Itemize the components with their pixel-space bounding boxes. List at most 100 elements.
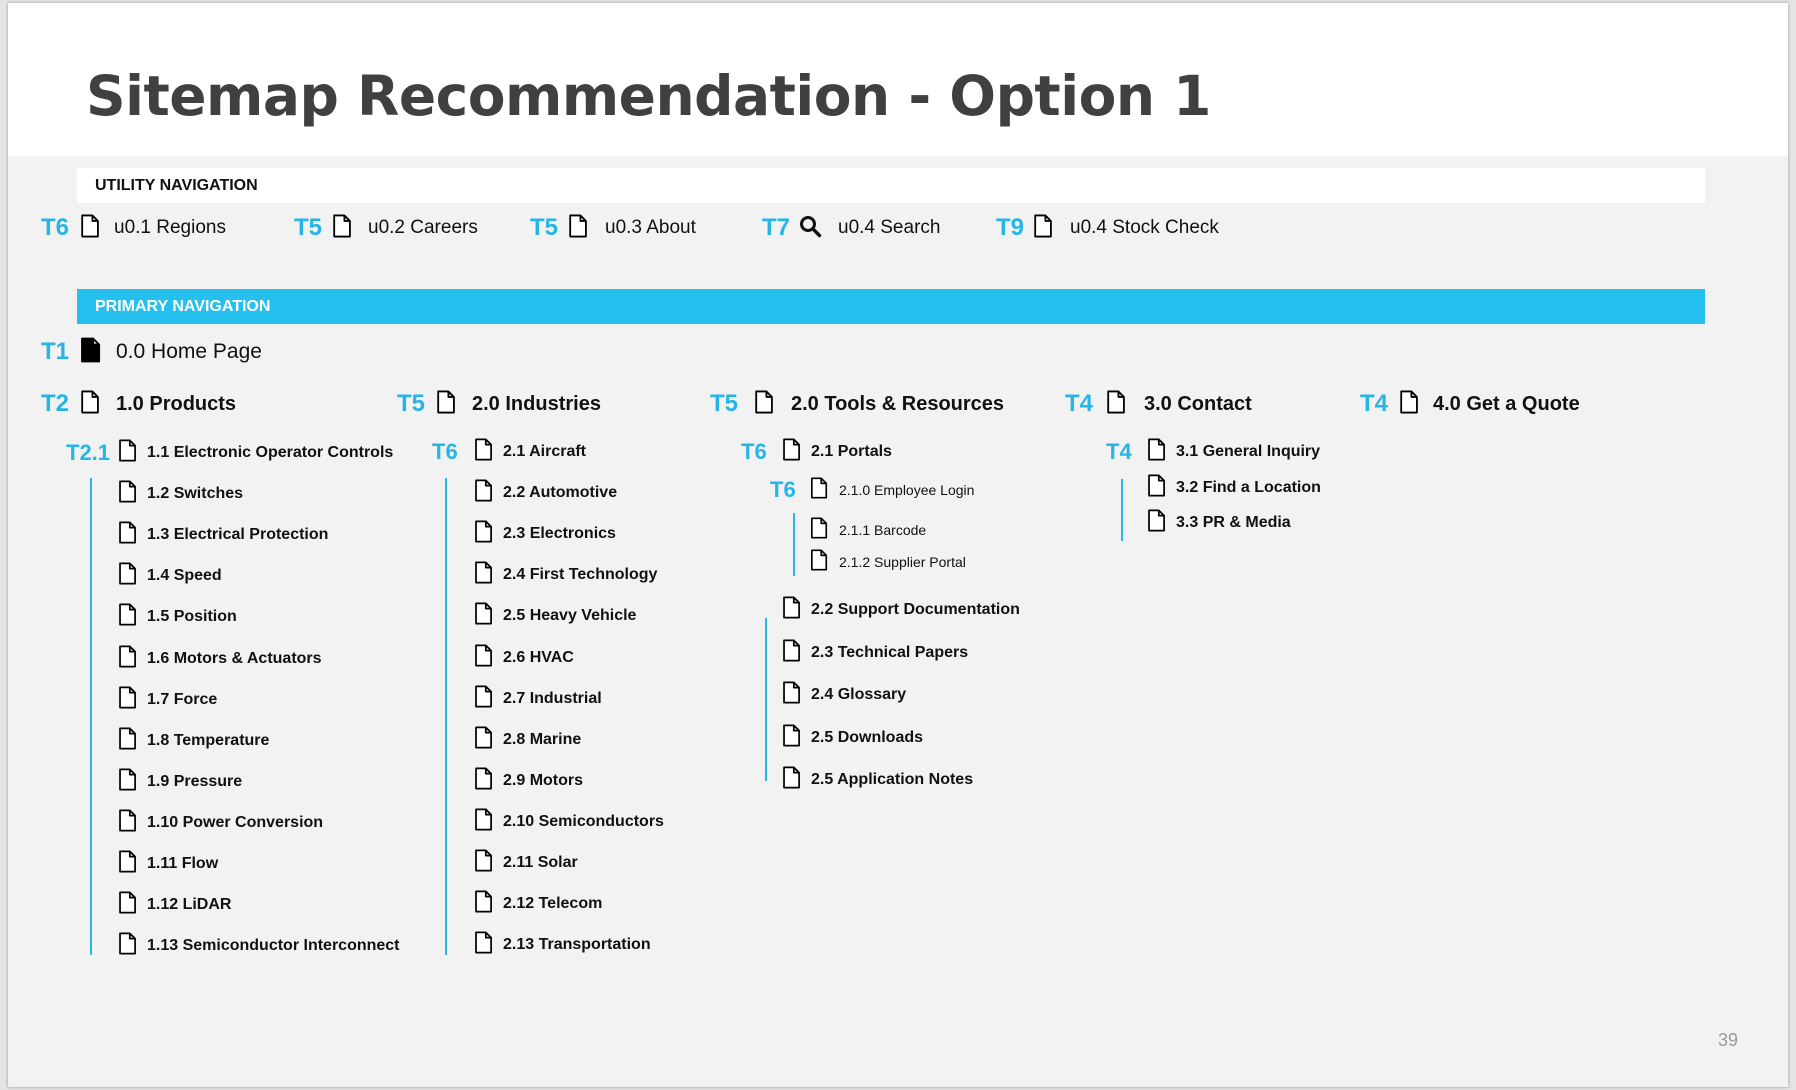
page-label: 2.2 Automotive [503,484,618,501]
page-label: 3.1 General Inquiry [1176,443,1321,460]
page-label: 2.1 Portals [811,443,892,460]
page-label: 1.3 Electrical Protection [147,526,329,543]
page-icon [782,681,801,709]
page-label: u0.4 Stock Check [1070,217,1219,238]
page-icon [474,685,493,713]
page-icon [782,766,801,794]
industries-connector-line [445,478,447,955]
template-tier-label: T2 [41,390,70,417]
page-label: 2.1.0 Employee Login [839,482,975,498]
page-label: 2.7 Industrial [503,690,602,707]
page-label: 2.0 Tools & Resources [791,393,1005,415]
page-icon [568,214,588,243]
page-icon [118,645,137,673]
template-tier-label: T5 [530,214,559,241]
page-icon [118,850,137,878]
page-label: 1.5 Position [147,608,237,625]
page-label: 2.9 Motors [503,772,584,789]
page-label: 2.6 HVAC [503,649,574,666]
page-label: 1.2 Switches [147,485,244,502]
page-icon [474,808,493,836]
utility-navigation-header: UTILITY NAVIGATION [77,168,1705,203]
page-label: 2.0 Industries [472,393,601,415]
portals-connector-line [793,513,795,576]
page-label: 2.13 Transportation [503,936,651,953]
products-connector-line [90,478,92,955]
page-icon [118,768,137,796]
page-label: 1.11 Flow [147,855,219,872]
page-icon [474,890,493,918]
page-icon [118,562,137,590]
page-label: 2.4 First Technology [503,566,658,583]
template-tier-label: T7 [762,214,791,241]
page-label: u0.1 Regions [114,217,226,238]
page-label: 2.5 Application Notes [811,771,974,788]
page-icon [474,644,493,672]
page-label: 1.6 Motors & Actuators [147,650,322,667]
page-icon [1147,474,1166,502]
page-icon [474,520,493,548]
page-icon [1147,509,1166,537]
page-label: 2.1.2 Supplier Portal [839,554,966,570]
page-icon [118,727,137,755]
page-label: 1.12 LiDAR [147,896,232,913]
page-icon [474,767,493,795]
page-label: u0.3 About [605,217,696,238]
template-tier-label: T9 [996,214,1025,241]
page-icon [474,602,493,630]
primary-navigation-header: PRIMARY NAVIGATION [77,289,1705,324]
page-icon [80,214,100,243]
page-label: 2.1 Aircraft [503,443,586,460]
filled-page-icon [80,337,101,368]
template-tier-label: T6 [41,214,70,241]
page-label: 1.13 Semiconductor Interconnect [147,937,400,954]
page-icon [754,390,774,419]
page-label: 1.9 Pressure [147,773,243,790]
page-icon [474,726,493,754]
page-label: 2.2 Support Documentation [811,601,1020,618]
page-label: 1.4 Speed [147,567,222,584]
page-label: 3.0 Contact [1144,393,1252,415]
template-tier-label: T2.1 [66,440,111,465]
page-label: 2.1.1 Barcode [839,522,927,538]
page-icon [782,596,801,624]
page-label: 1.7 Force [147,691,218,708]
template-tier-label: T5 [397,390,426,417]
template-tier-label: T4 [1360,390,1389,417]
page-label: 3.2 Find a Location [1176,479,1321,496]
page-icon [810,549,828,576]
page-icon [118,521,137,549]
template-tier-label: T6 [432,439,458,464]
page-icon [1399,390,1419,419]
page-title: Sitemap Recommendation - Option 1 [86,64,1211,128]
page-label: 4.0 Get a Quote [1433,393,1580,415]
page-icon [474,479,493,507]
page-icon [1147,438,1166,466]
page-icon [118,686,137,714]
page-icon [118,603,137,631]
page-icon [782,438,801,466]
page-label: 1.0 Products [116,393,237,415]
page-label: 3.3 PR & Media [1176,514,1291,531]
page-label: 2.5 Downloads [811,729,924,746]
page-label: 2.12 Telecom [503,895,603,912]
page-icon [118,891,137,919]
contact-connector-line [1121,479,1123,541]
page-icon [118,932,137,960]
page-icon [332,214,352,243]
page-icon [474,931,493,959]
template-tier-label: T4 [1106,439,1132,464]
slide: Sitemap Recommendation - Option 1 UTILIT… [8,3,1788,1087]
page-label: 2.3 Electronics [503,525,616,542]
page-number: 39 [1717,1030,1738,1050]
page-icon [436,390,456,419]
template-tier-label: T4 [1065,390,1094,417]
page-icon [474,849,493,877]
page-icon [118,439,137,467]
page-icon [474,561,493,589]
page-label: 2.4 Glossary [811,686,907,703]
page-icon [782,724,801,752]
page-label: u0.4 Search [838,217,941,238]
page-label: 2.11 Solar [503,854,578,871]
page-icon [474,438,493,466]
